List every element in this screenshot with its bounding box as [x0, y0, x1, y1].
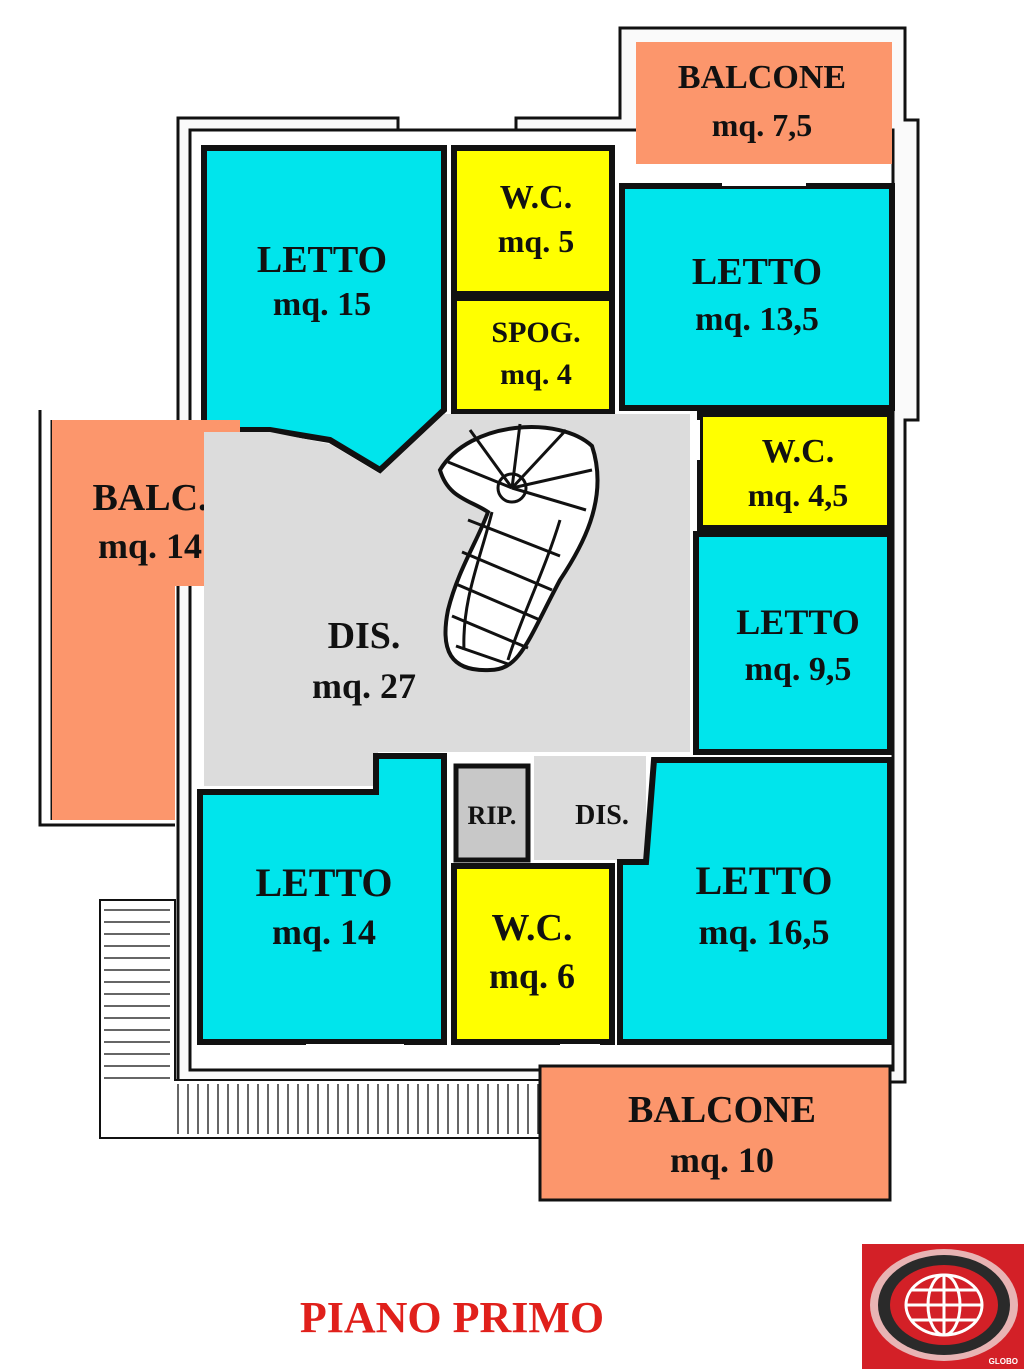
room-area: mq. 13,5 [695, 301, 819, 338]
room-name: BALCONE [678, 59, 846, 96]
room-letto-9-5: LETTO mq. 9,5 [693, 531, 893, 755]
room-name: SPOG. [491, 316, 580, 349]
room-area: mq. 15 [273, 286, 371, 323]
room-area: mq. 10 [670, 1140, 774, 1180]
room-wc-5: W.C. mq. 5 [451, 145, 615, 297]
room-area: mq. 16,5 [698, 912, 829, 952]
room-area: mq. 27 [312, 666, 416, 706]
agency-logo: GLOBO [862, 1244, 1024, 1369]
room-area: mq. 4 [500, 358, 572, 391]
room-name: LETTO [257, 239, 387, 281]
terrace-hatch [99, 899, 541, 1139]
room-name: LETTO [695, 858, 832, 903]
room-area: mq. 14 [272, 912, 376, 952]
room-area: mq. 4,5 [748, 477, 848, 513]
plan-title: PIANO PRIMO [300, 1293, 604, 1342]
room-name: DIS. [328, 615, 401, 657]
room-name: DIS. [575, 800, 629, 831]
room-letto-13-5: LETTO mq. 13,5 [619, 183, 895, 411]
room-name: RIP. [468, 801, 517, 830]
room-rip: RIP. [453, 763, 531, 863]
room-name: W.C. [762, 433, 834, 470]
room-balcone-top: BALCONE mq. 7,5 [636, 42, 892, 164]
room-letto-16-5: LETTO mq. 16,5 [617, 757, 893, 1045]
room-name: BALC. [92, 477, 207, 519]
room-name: W.C. [500, 179, 572, 216]
window-openings [306, 164, 806, 1068]
logo-text: GLOBO [989, 1357, 1018, 1366]
room-name: LETTO [255, 860, 392, 905]
room-spog-4: SPOG. mq. 4 [451, 295, 615, 415]
room-wc-4-5: W.C. mq. 4,5 [697, 411, 893, 531]
room-area: mq. 14 [98, 526, 202, 566]
spiral-staircase [437, 423, 600, 673]
room-name: BALCONE [628, 1089, 816, 1131]
room-balcone-bottom: BALCONE mq. 10 [538, 1064, 892, 1202]
room-area: mq. 5 [498, 223, 574, 259]
room-area: mq. 9,5 [745, 651, 852, 688]
room-name: W.C. [492, 907, 573, 949]
room-name: LETTO [736, 602, 859, 642]
room-letto-14: LETTO mq. 14 [197, 753, 447, 1045]
room-letto-15: LETTO mq. 15 [201, 145, 447, 474]
room-name: LETTO [692, 251, 822, 293]
room-wc-6: W.C. mq. 6 [451, 863, 615, 1045]
room-area: mq. 7,5 [712, 107, 812, 143]
room-dis-small: DIS. [534, 756, 646, 860]
room-area: mq. 6 [489, 956, 575, 996]
globe-icon [904, 1273, 984, 1337]
room-balc-14: BALC. mq. 14 [52, 420, 240, 820]
